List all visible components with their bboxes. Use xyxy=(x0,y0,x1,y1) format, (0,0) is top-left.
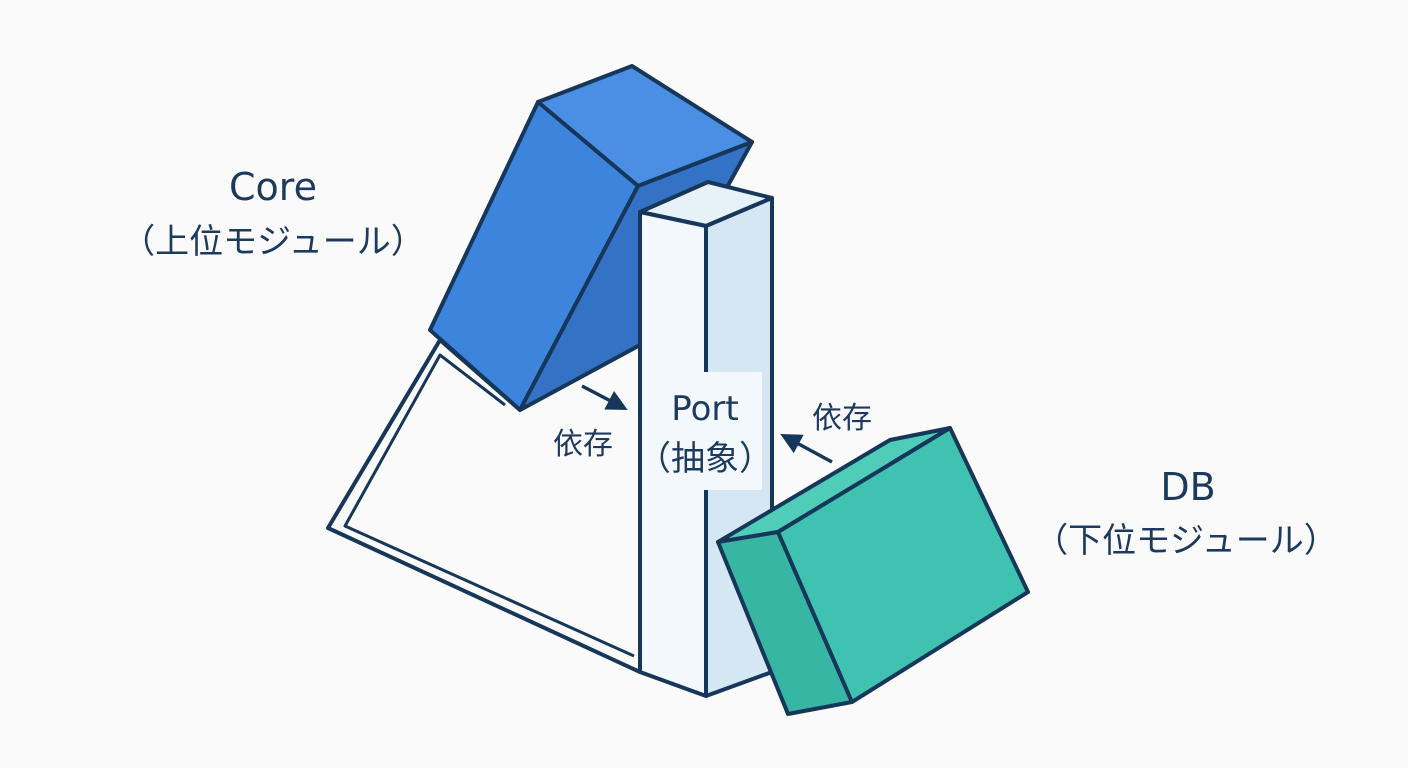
db-block xyxy=(716,426,1030,716)
db-to-port-label: 依存 xyxy=(812,401,872,436)
db-side-face xyxy=(776,426,1030,704)
db-subtitle: （下位モジュール） xyxy=(1034,521,1338,561)
db-to-port-arrow xyxy=(780,433,833,464)
core-subtitle: （上位モジュール） xyxy=(121,222,425,262)
core-title: Core xyxy=(229,165,317,209)
port-title: Port xyxy=(671,389,738,429)
core-to-port-label: 依存 xyxy=(553,427,613,462)
core-to-port-arrow xyxy=(581,384,628,410)
db-title: DB xyxy=(1160,465,1215,509)
port-subtitle: （抽象） xyxy=(637,439,773,479)
port-label-backdrop xyxy=(650,372,762,490)
base-frame xyxy=(326,338,641,674)
